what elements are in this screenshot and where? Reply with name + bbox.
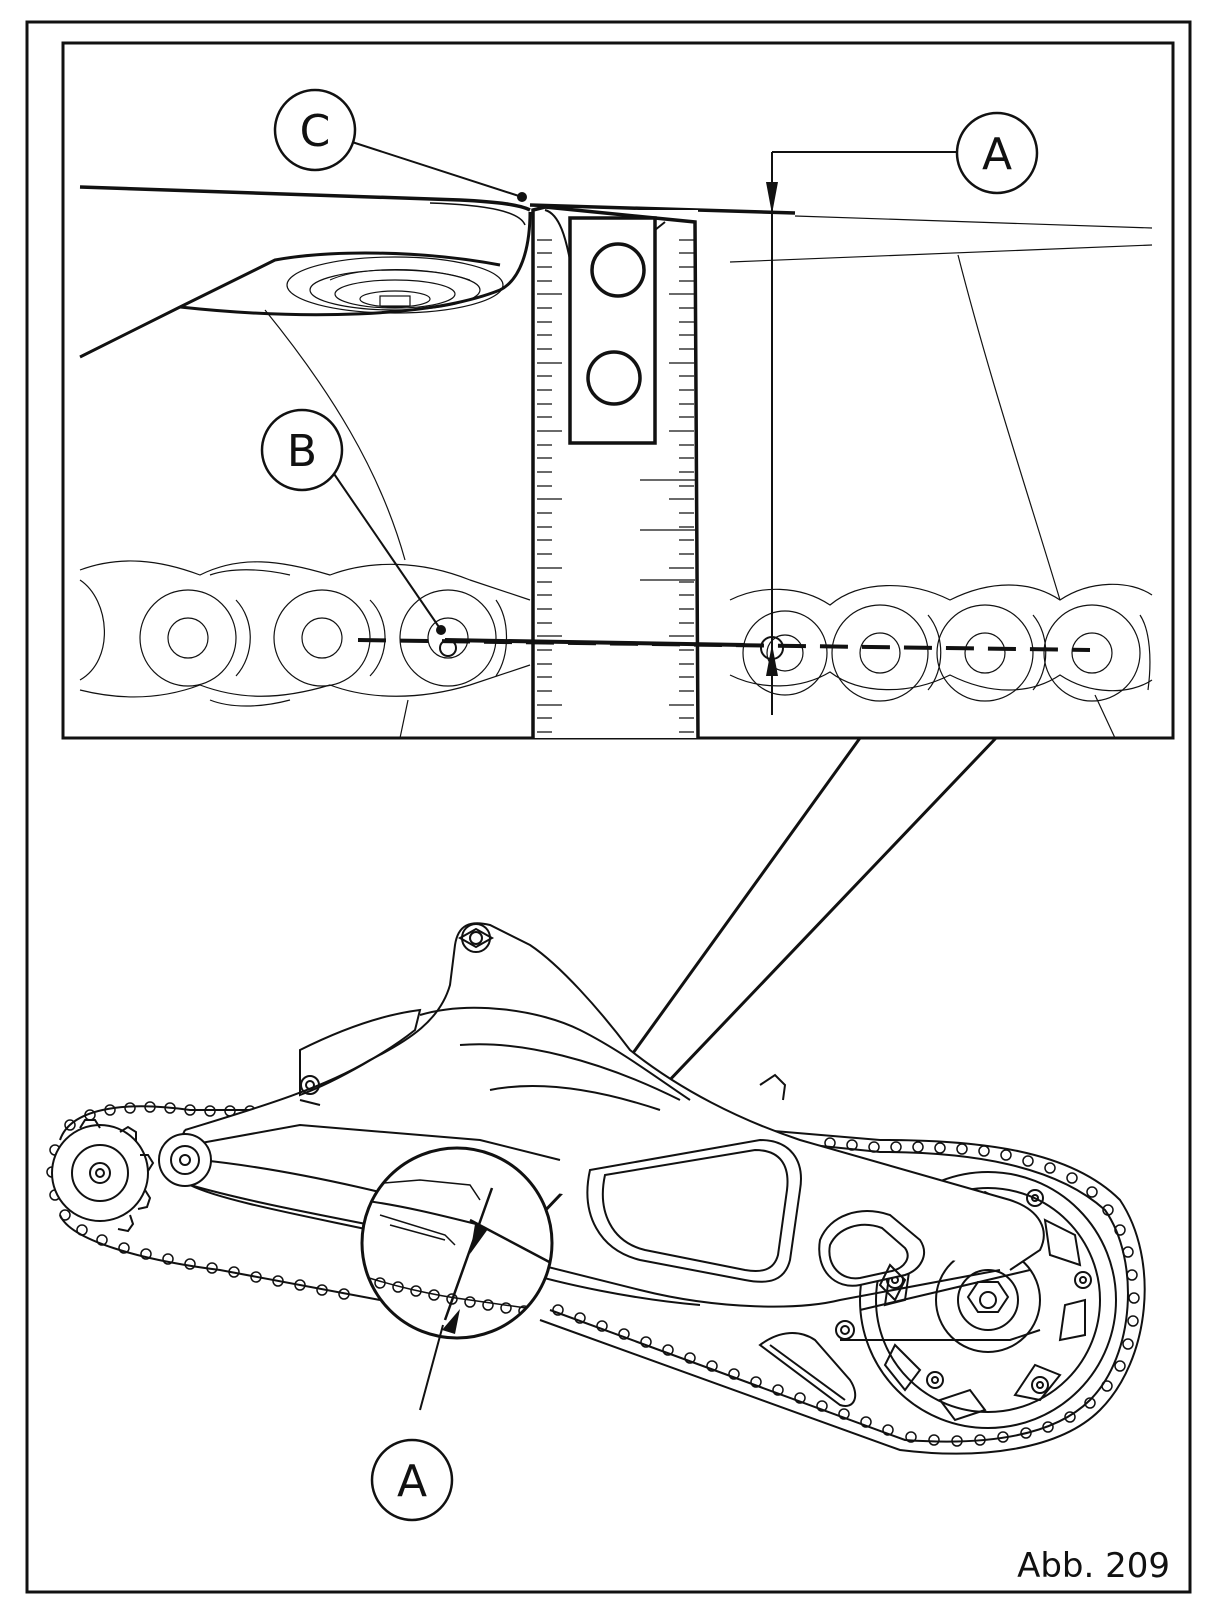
callout-a-overview-label: A xyxy=(397,1456,427,1507)
chain-loop xyxy=(46,1101,1146,1455)
outer-frame xyxy=(25,20,1192,1594)
front-sprocket xyxy=(51,1119,155,1233)
figure-caption: Abb. 209 xyxy=(1017,1546,1170,1586)
detail-panel: C B A xyxy=(61,41,1175,740)
measuring-ruler xyxy=(531,205,700,738)
callout-b: B xyxy=(260,408,344,492)
chain-centerline xyxy=(357,638,1091,652)
callout-c-label: C xyxy=(300,106,331,157)
callout-a-detail-label: A xyxy=(982,129,1012,180)
callout-b-label: B xyxy=(287,426,317,477)
callout-a-overview: A xyxy=(370,1438,454,1522)
swingarm-overview xyxy=(46,922,1146,1455)
dimension-a xyxy=(760,151,957,715)
callout-a-detail: A xyxy=(955,111,1039,195)
callout-c: C xyxy=(273,88,357,172)
magnifier-circle xyxy=(360,1146,554,1340)
